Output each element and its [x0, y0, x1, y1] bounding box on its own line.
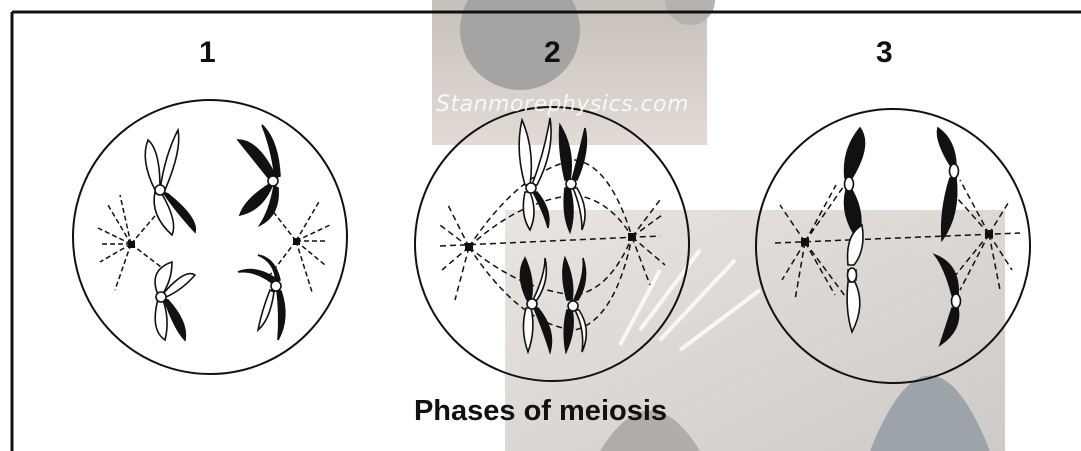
panel-3-number: 3	[876, 36, 893, 70]
watermark-text: Stanmorephysics.com	[436, 92, 689, 117]
diagram-caption: Phases of meiosis	[0, 395, 1081, 428]
panel-2-number: 2	[544, 36, 561, 70]
photo-overlay	[432, 0, 1005, 451]
panel-1-number: 1	[199, 36, 216, 70]
panel-1-cell	[73, 100, 347, 374]
